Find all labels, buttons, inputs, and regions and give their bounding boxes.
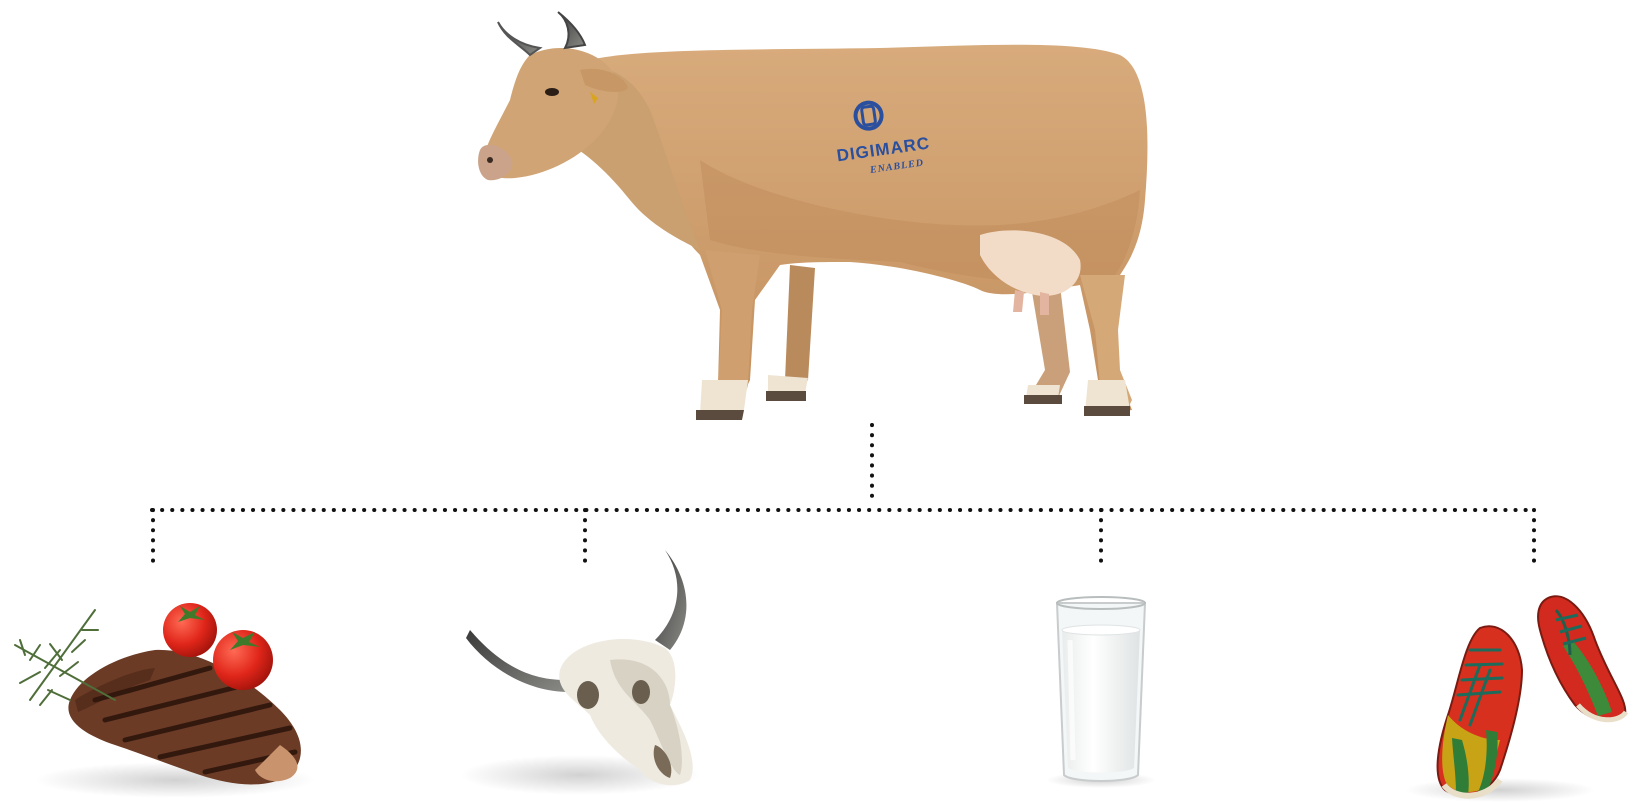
shoe-front: [1438, 626, 1522, 795]
cow-skull-icon: [460, 550, 700, 795]
cow-icon: DIGIMARC ENABLED: [478, 12, 1147, 420]
bowling-shoes-icon: [1405, 596, 1626, 802]
shoe-back: [1538, 596, 1626, 720]
milk-glass-icon: [1046, 597, 1156, 788]
connector-lines: [152, 425, 1535, 568]
steak-icon: [15, 603, 315, 798]
tomato-1: [163, 603, 217, 657]
